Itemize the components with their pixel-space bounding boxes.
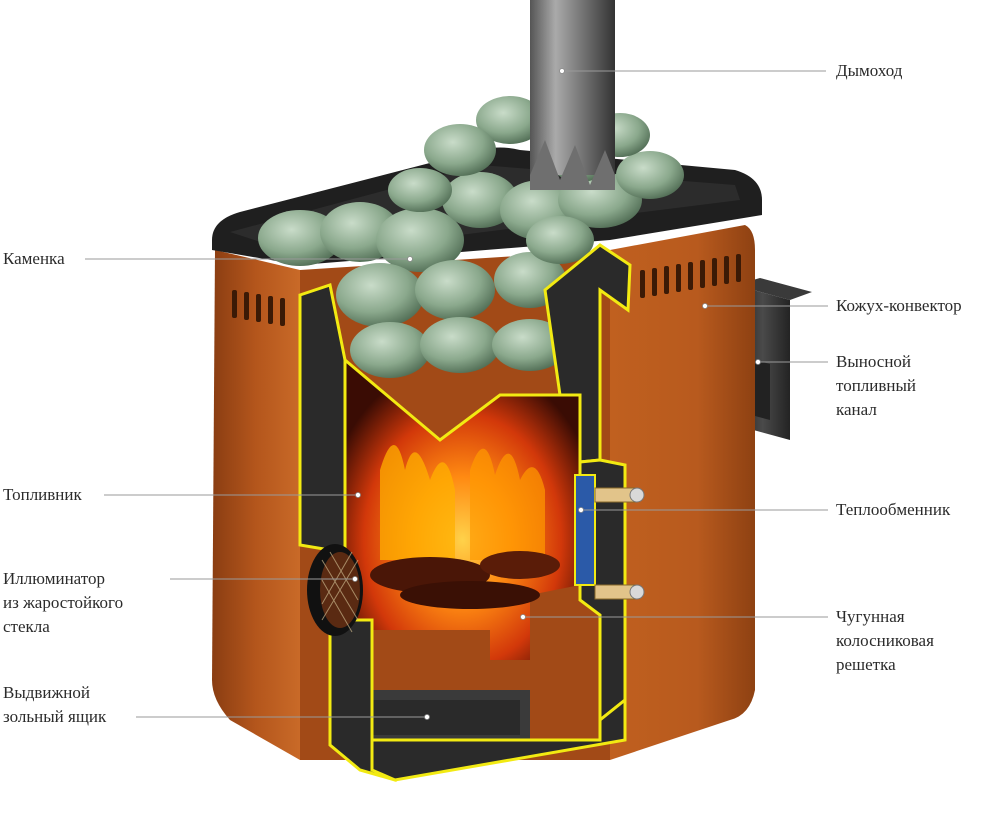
label-heat-exchanger-line-1: Теплообменник (836, 500, 951, 519)
label-porthole-line-2: из жаростойкого (3, 593, 124, 612)
firebox-shape (345, 360, 580, 740)
label-chimney: Дымоход (836, 59, 902, 83)
label-porthole: Иллюминатор из жаростойкого стекла (3, 567, 123, 639)
label-grate-line-1: Чугунная (836, 607, 905, 626)
label-remote-fuel-channel-line-2: топливный (836, 376, 917, 395)
label-grate: Чугунная колосниковая решетка (836, 605, 934, 677)
label-firebox-line-1: Топливник (3, 485, 82, 504)
label-ash-drawer: Выдвижной зольный ящик (3, 681, 106, 729)
label-chimney-line-1: Дымоход (836, 61, 903, 80)
label-ash-drawer-line-1: Выдвижной (3, 683, 90, 702)
chimney-shape (530, 0, 615, 190)
label-convector-casing: Кожух-конвектор (836, 294, 962, 318)
label-grate-line-3: решетка (836, 655, 896, 674)
label-remote-fuel-channel: Выносной топливный канал (836, 350, 916, 422)
label-ash-drawer-line-2: зольный ящик (3, 707, 107, 726)
label-convector-casing-line-1: Кожух-конвектор (836, 296, 962, 315)
leader-lines (85, 68, 828, 720)
label-heater-stones-line-1: Каменка (3, 249, 65, 268)
label-heater-stones: Каменка (3, 247, 65, 271)
label-porthole-line-3: стекла (3, 617, 50, 636)
label-grate-line-2: колосниковая (836, 631, 934, 650)
label-porthole-line-1: Иллюминатор (3, 569, 105, 588)
label-firebox: Топливник (3, 483, 82, 507)
label-remote-fuel-channel-line-3: канал (836, 400, 877, 419)
porthole-shape (307, 544, 363, 636)
label-remote-fuel-channel-line-1: Выносной (836, 352, 912, 371)
label-heat-exchanger: Теплообменник (836, 498, 950, 522)
heat-exchanger-shape (574, 474, 645, 600)
